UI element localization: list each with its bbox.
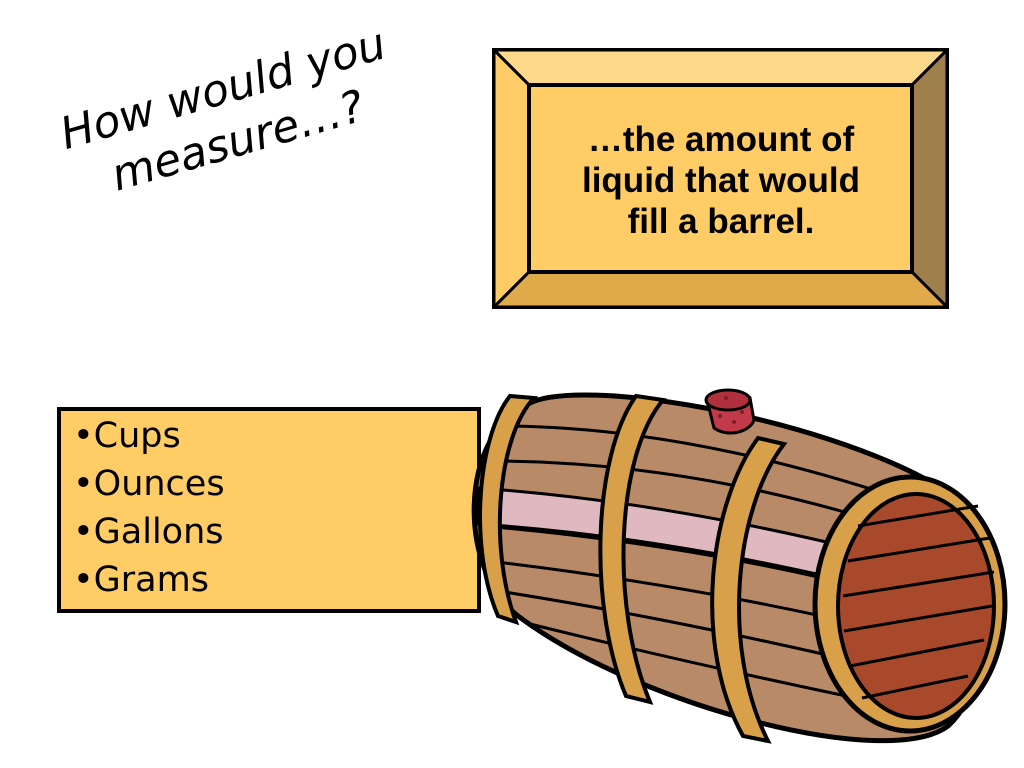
list-item: •Gallons xyxy=(73,512,224,552)
list-item: •Ounces xyxy=(73,464,225,504)
prompt-frame: …the amount of liquid that would fill a … xyxy=(492,48,949,309)
list-item: •Cups xyxy=(73,416,181,456)
wooden-barrel-icon xyxy=(471,388,1008,744)
list-item: •Grams xyxy=(73,560,209,600)
bevel-frame-graphic xyxy=(492,48,949,309)
cork-icon xyxy=(704,388,756,435)
prompt-line-2: liquid that would xyxy=(581,160,860,200)
question-heading: How would you measure…? xyxy=(33,11,451,298)
barrel-lid xyxy=(812,474,1008,734)
prompt-text: …the amount of liquid that would fill a … xyxy=(528,84,914,276)
options-list: •Cups •Ounces •Gallons •Grams xyxy=(57,407,481,613)
prompt-line-1: …the amount of xyxy=(587,119,855,159)
prompt-line-3: fill a barrel. xyxy=(627,201,815,241)
barrel-hoops xyxy=(478,393,788,744)
